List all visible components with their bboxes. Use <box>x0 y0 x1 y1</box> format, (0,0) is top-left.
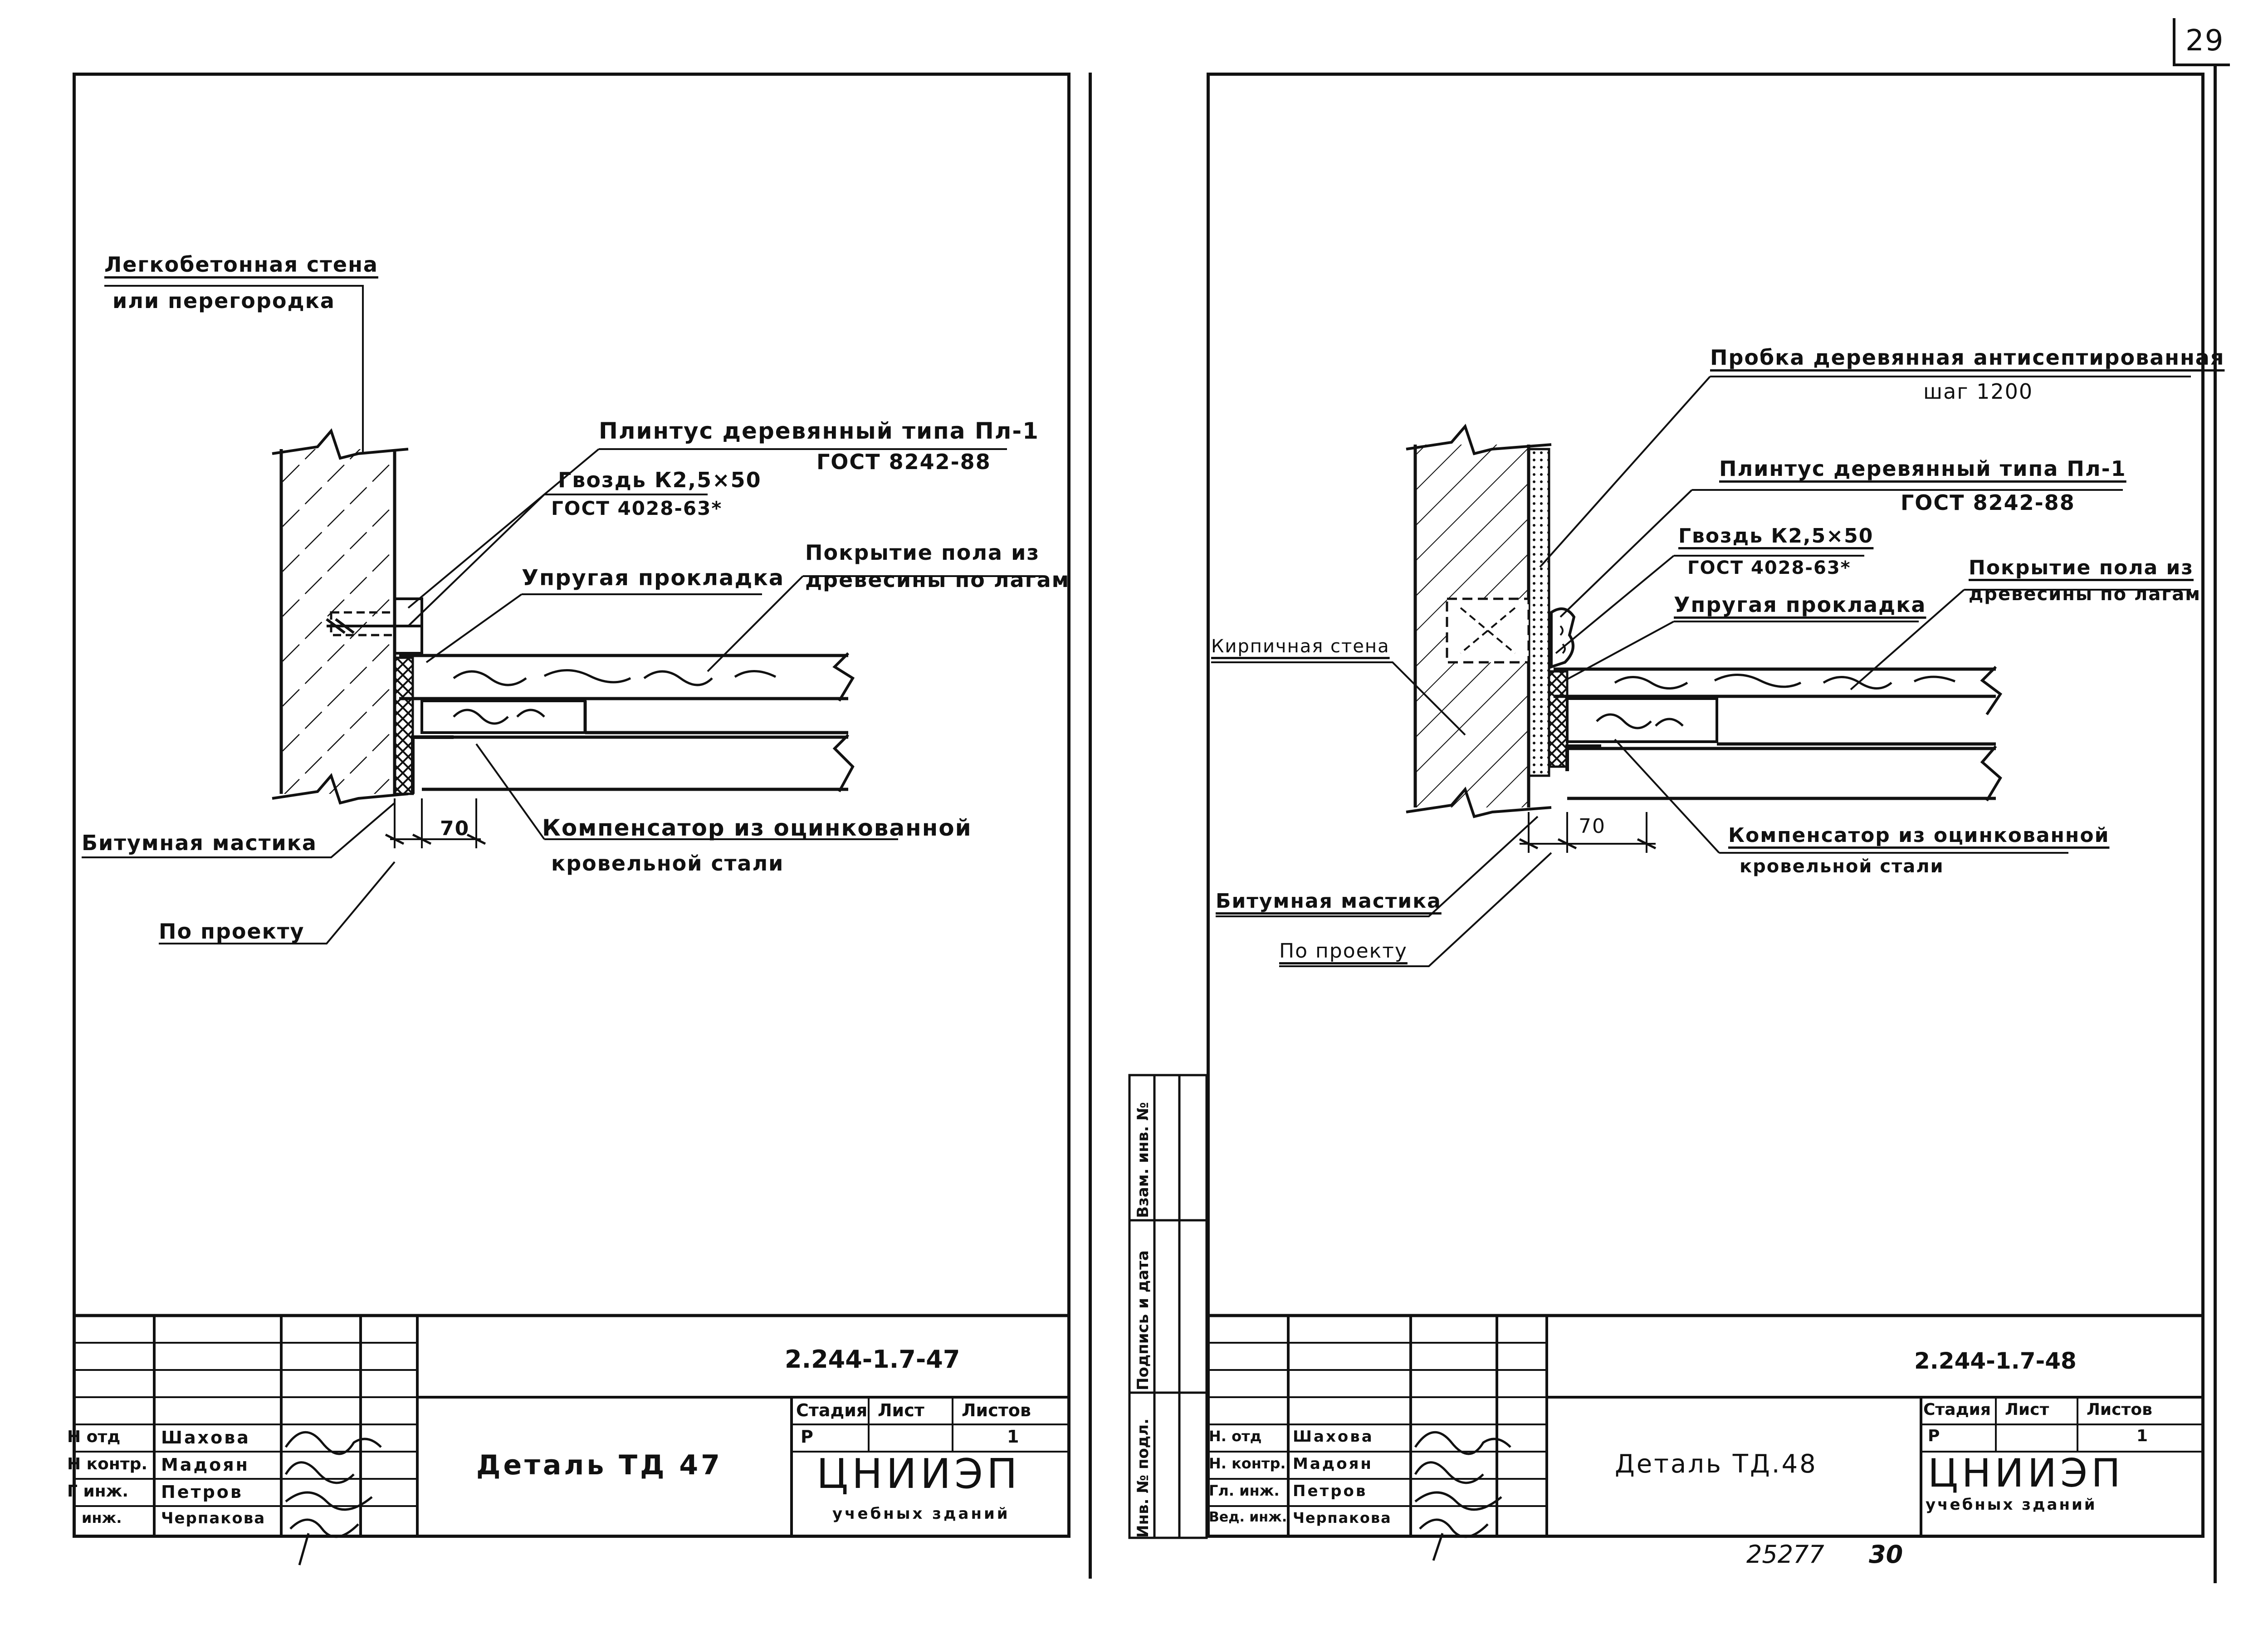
left-sheets-label: Листов <box>962 1400 1031 1420</box>
right-floor-board <box>1554 665 2003 715</box>
left-label-mastic: Битумная мастика <box>82 831 317 855</box>
left-dimension <box>385 798 486 848</box>
right-label-project: По проекту <box>1279 939 1408 963</box>
left-role-2: Г инж. <box>67 1482 129 1501</box>
right-role-2: Гл. инж. <box>1209 1482 1280 1499</box>
footer-page: 30 <box>1869 1540 1903 1569</box>
right-sheet-label: Лист <box>2005 1400 2049 1419</box>
left-label-comp2: кровельной стали <box>551 851 784 876</box>
right-stage-value: Р <box>1928 1427 1940 1445</box>
right-plinth <box>1550 607 1576 669</box>
page-number: 29 <box>2185 24 2224 58</box>
right-label-nail: Гвоздь К2,5×50 <box>1678 524 1874 548</box>
right-dimension <box>1519 812 1657 853</box>
right-frame-line <box>2214 64 2217 1583</box>
right-name-1: Мадоян <box>1293 1455 1373 1473</box>
left-label-nail: Гвоздь К2,5×50 <box>558 468 762 492</box>
left-role-0: Н отд <box>67 1428 121 1446</box>
right-name-3: Черпакова <box>1293 1509 1392 1526</box>
left-label-plinth: Плинтус деревянный типа Пл-1 <box>599 418 1039 444</box>
right-label-plug: Пробка деревянная антисептированная <box>1710 345 2225 370</box>
left-label-floor2: древесины по лагам <box>805 567 1070 592</box>
left-label-wall2: или перегородка <box>112 289 335 313</box>
left-label-wall: Легкобетонная стена <box>104 252 378 277</box>
right-joist <box>1566 697 2002 802</box>
left-label-plinth-gost: ГОСТ 8242-88 <box>816 450 991 474</box>
left-name-0: Шахова <box>161 1428 250 1448</box>
right-org-sub: учебных зданий <box>1926 1496 2097 1514</box>
right-label-plinth-gost: ГОСТ 8242-88 <box>1901 490 2075 515</box>
footer-number: 25277 <box>1746 1540 1824 1569</box>
left-role-3: инж. <box>82 1509 122 1526</box>
right-role-0: Н. отд <box>1209 1428 1262 1445</box>
right-doc-code: 2.244-1.7-48 <box>1914 1348 2077 1374</box>
right-org: ЦНИИЭП <box>1928 1451 2124 1496</box>
left-compensator <box>411 735 454 794</box>
left-sheet-frame <box>73 73 1070 1538</box>
left-stage-value: Р <box>801 1427 813 1447</box>
right-label-gasket: Упругая прокладка <box>1674 592 1926 617</box>
left-dimension-value: 70 <box>440 817 470 840</box>
left-joist <box>420 700 855 792</box>
right-dimension-value: 70 <box>1579 815 1606 838</box>
left-label-floor: Покрытие пола из <box>805 540 1040 565</box>
left-label-project: По проекту <box>159 919 305 944</box>
left-sheet-label: Лист <box>878 1400 924 1420</box>
right-sheets-value: 1 <box>2136 1427 2148 1445</box>
right-label-wall: Кирпичная стена <box>1211 636 1390 657</box>
right-name-2: Петров <box>1293 1482 1368 1500</box>
right-label-nail-gost: ГОСТ 4028-63* <box>1687 558 1851 578</box>
left-org-sub: учебных зданий <box>832 1505 1010 1523</box>
left-sheets-value: 1 <box>1007 1427 1019 1447</box>
left-label-nail-gost: ГОСТ 4028-63* <box>551 497 723 519</box>
right-label-floor2: древесины по лагам <box>1969 584 2201 605</box>
right-sheets-label: Листов <box>2087 1400 2152 1419</box>
left-role-1: Н контр. <box>67 1455 148 1473</box>
left-floor-board <box>399 652 855 702</box>
right-drawing-title: Деталь ТД.48 <box>1615 1449 1818 1479</box>
right-role-1: Н. контр. <box>1209 1455 1286 1472</box>
left-name-1: Мадоян <box>161 1455 249 1475</box>
left-gasket <box>393 656 414 795</box>
right-sheet-frame <box>1207 73 2204 1538</box>
right-compensator <box>1565 744 1601 771</box>
right-label-plug-step: шаг 1200 <box>1923 379 2033 404</box>
left-label-comp: Компенсатор из оцинкованной <box>542 815 972 841</box>
left-doc-code: 2.244-1.7-47 <box>785 1345 960 1374</box>
left-label-gasket: Упругая прокладка <box>522 565 785 591</box>
right-role-3: Вед. инж. <box>1209 1509 1287 1525</box>
right-label-plinth: Плинтус деревянный типа Пл-1 <box>1719 456 2126 481</box>
left-stage-label: Стадия <box>796 1400 868 1420</box>
left-drawing-title: Деталь ТД 47 <box>476 1449 723 1481</box>
right-label-comp: Компенсатор из оцинкованной <box>1728 824 2110 847</box>
left-leaders <box>82 285 1043 944</box>
right-stage-label: Стадия <box>1923 1400 1991 1419</box>
left-name-2: Петров <box>161 1482 243 1502</box>
left-name-3: Черпакова <box>161 1509 266 1527</box>
page-number-box <box>2173 18 2230 66</box>
right-label-floor: Покрытие пола из <box>1969 556 2194 579</box>
right-label-mastic: Битумная мастика <box>1216 890 1442 913</box>
right-name-0: Шахова <box>1293 1428 1374 1446</box>
right-leaders <box>1211 376 2191 967</box>
right-label-comp2: кровельной стали <box>1740 856 1944 877</box>
left-org: ЦНИИЭП <box>816 1450 1021 1498</box>
left-plinth <box>326 597 423 655</box>
center-divider <box>1089 73 1092 1579</box>
